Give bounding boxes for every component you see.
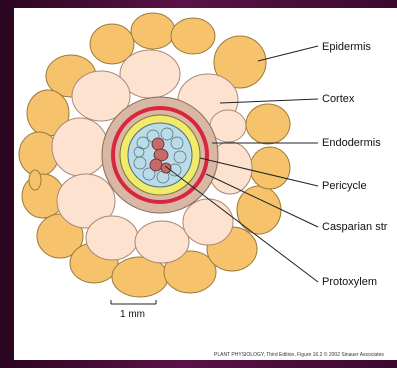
label-protoxylem: Protoxylem xyxy=(322,276,377,288)
scale-bar xyxy=(111,300,156,304)
scale-bar-label: 1 mm xyxy=(120,309,145,320)
label-pericycle: Pericycle xyxy=(322,180,367,192)
label-endodermis: Endodermis xyxy=(322,137,381,149)
label-casparian-strip: Casparian str xyxy=(322,221,397,233)
label-cortex: Cortex xyxy=(322,93,354,105)
label-epidermis: Epidermis xyxy=(322,41,371,53)
figure-credit: PLANT PHYSIOLOGY, Third Edition, Figure … xyxy=(214,352,384,358)
